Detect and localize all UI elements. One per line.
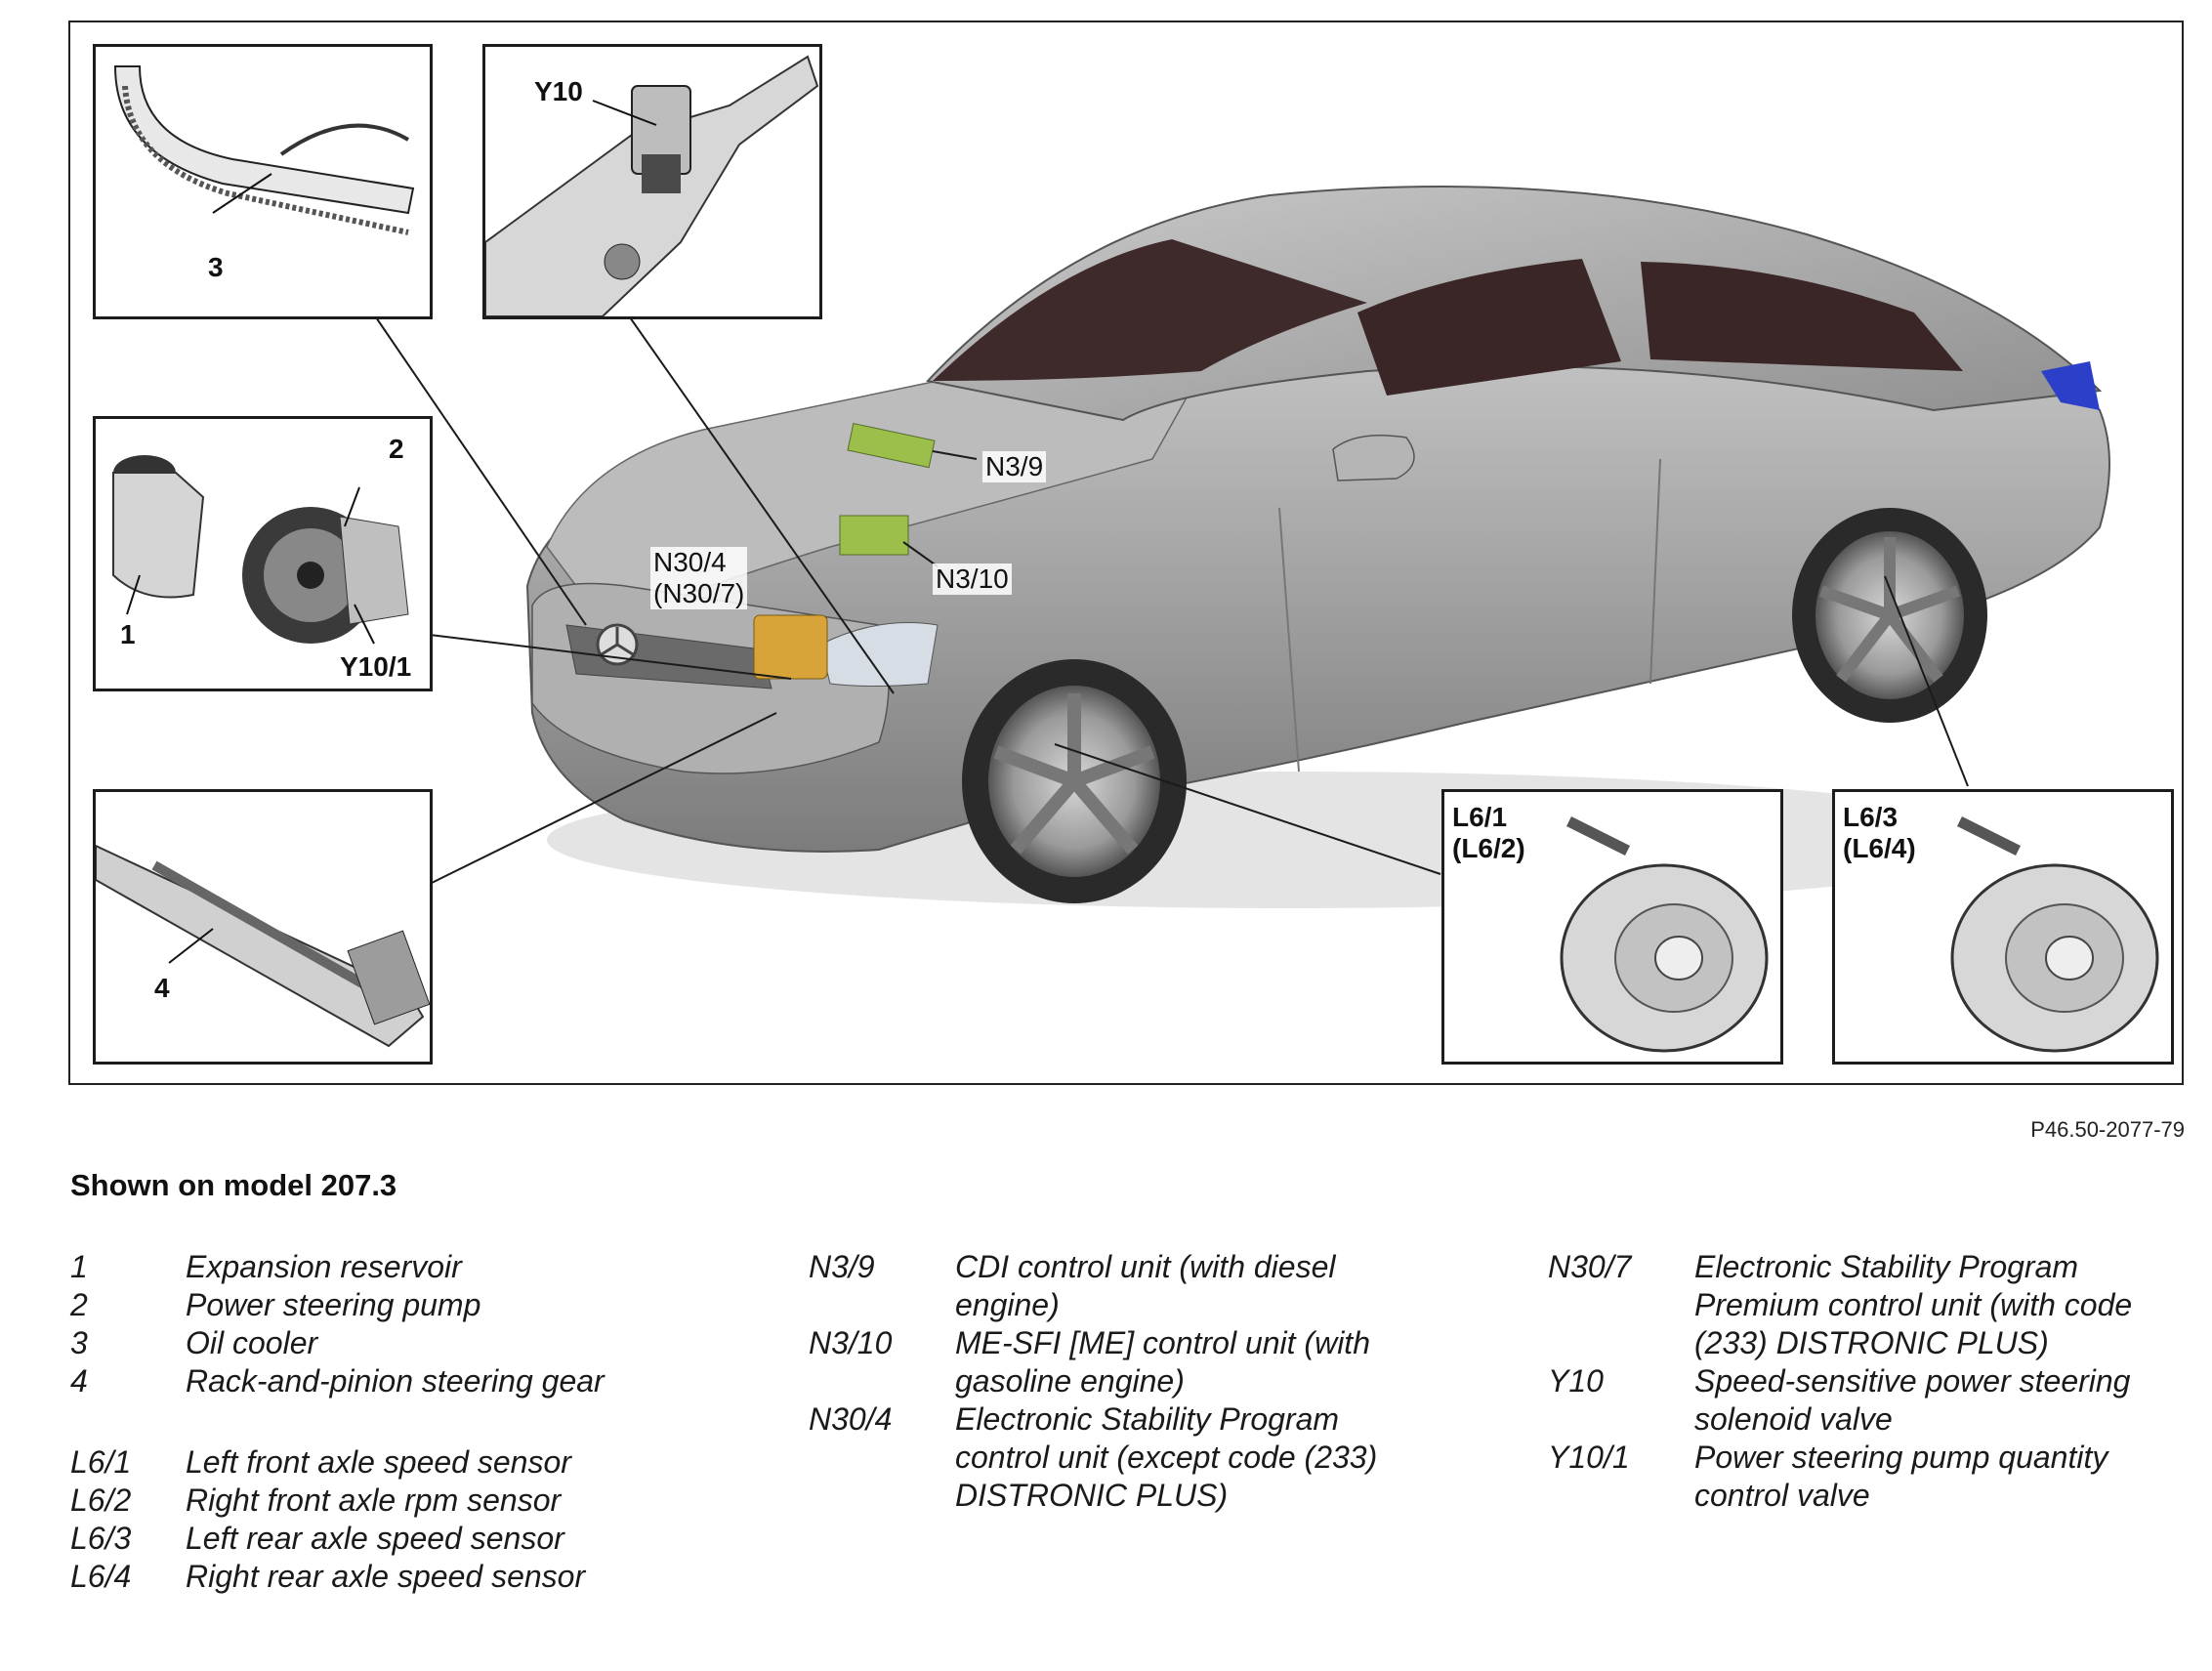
side-mirror (1332, 435, 1415, 481)
legend-code: 1 (70, 1249, 88, 1284)
front-wheel (962, 659, 1187, 903)
legend-desc: Oil cooler (186, 1325, 318, 1360)
car-illustration (375, 186, 2110, 908)
legend-desc: Rack-and-pinion steering gear (186, 1363, 605, 1399)
legend-item: N3/9 CDI control unit (with diesel engine… (809, 1248, 1414, 1324)
inset-label-4: 4 (154, 973, 170, 1003)
legend-desc: Expansion reservoir (186, 1249, 462, 1284)
rear-wheel (1792, 508, 1987, 723)
inset-steering-gear: 4 (93, 789, 433, 1065)
legend-code: L6/4 (70, 1559, 132, 1594)
legend-column-2: N3/9 CDI control unit (with diesel engine… (809, 1248, 1414, 1515)
legend-desc: Power steering pump quantity control val… (1694, 1440, 2108, 1513)
legend-desc: Power steering pump (186, 1287, 481, 1322)
steering-gear-drawing (96, 844, 430, 1048)
legend-code: 4 (70, 1363, 88, 1399)
figure-frame (68, 21, 2184, 1085)
legend-desc: Left front axle speed sensor (186, 1444, 571, 1480)
ecu-n3-10 (839, 515, 909, 556)
inset-label-1: 1 (120, 619, 136, 649)
y10-valve-drawing (485, 55, 819, 316)
legend-code: N30/7 (1548, 1249, 1632, 1284)
legend-item: L6/3 Left rear axle speed sensor (70, 1520, 676, 1558)
legend-code: Y10/1 (1548, 1440, 1630, 1475)
callout-n30: N30/4 (N30/7) (650, 547, 748, 609)
legend-column-3: N30/7 Electronic Stability Program Premiu… (1548, 1248, 2173, 1515)
inset-label-2: 2 (389, 434, 404, 464)
legend-item: 1 Expansion reservoir (70, 1248, 676, 1286)
pump-drawing (112, 455, 409, 645)
legend-code: L6/2 (70, 1483, 132, 1518)
rear-sensor-drawing (1950, 816, 2159, 1053)
legend-item: L6/2 Right front axle rpm sensor (70, 1482, 676, 1520)
esp-unit (753, 614, 828, 680)
oil-cooler-drawing (113, 65, 415, 235)
model-caption: Shown on model 207.3 (70, 1168, 397, 1202)
inset-label-l6-1: L6/1 (L6/2) (1452, 802, 1525, 863)
inset-y10-valve: Y10 (482, 44, 822, 319)
inset-oil-cooler: 3 (93, 44, 433, 319)
inset-label-3: 3 (208, 252, 224, 282)
legend-item: Y10 Speed-sensitive power steering soleno… (1548, 1362, 2173, 1439)
leader-lines (375, 316, 1969, 885)
legend-column-1: 1 Expansion reservoir 2 Power steering pum… (70, 1248, 676, 1596)
inset-pump: 1 2 Y10/1 (93, 416, 433, 691)
legend-item: N30/4 Electronic Stability Program contro… (809, 1400, 1414, 1515)
side-window-rear (1641, 262, 1963, 371)
windshield (933, 239, 1367, 381)
legend-item: L6/1 Left front axle speed sensor (70, 1443, 676, 1482)
legend-item: 3 Oil cooler (70, 1324, 676, 1362)
figure-code: P46.50-2077-79 (2030, 1117, 2185, 1142)
legend-gap (70, 1400, 676, 1443)
legend-desc: Right rear axle speed sensor (186, 1559, 586, 1594)
taillight (2041, 361, 2100, 410)
legend-item: N30/7 Electronic Stability Program Premiu… (1548, 1248, 2173, 1362)
legend-code: Y10 (1548, 1363, 1604, 1399)
legend-desc: Electronic Stability Program Premium con… (1694, 1249, 2133, 1360)
front-sensor-drawing (1560, 816, 1769, 1053)
legend-code: 3 (70, 1325, 88, 1360)
legend-desc: CDI control unit (with diesel engine) (955, 1249, 1336, 1322)
legend-item: N3/10 ME-SFI [ME] control unit (with gaso… (809, 1324, 1414, 1400)
legend-code: L6/3 (70, 1521, 132, 1556)
legend-item: Y10/1 Power steering pump quantity contro… (1548, 1439, 2173, 1515)
legend-desc: Speed-sensitive power steering solenoid … (1694, 1363, 2131, 1437)
legend-code: N3/10 (809, 1325, 893, 1360)
legend-item: L6/4 Right rear axle speed sensor (70, 1558, 676, 1596)
legend-desc: ME-SFI [ME] control unit (with gasoline … (955, 1325, 1370, 1399)
inset-label-y10: Y10 (534, 76, 583, 106)
inset-front-speed-sensor: L6/1 (L6/2) (1441, 789, 1783, 1065)
legend-item: 4 Rack-and-pinion steering gear (70, 1362, 676, 1400)
ecu-n3-9 (847, 422, 936, 469)
side-window-front (1357, 259, 1621, 396)
legend-code: 2 (70, 1287, 88, 1322)
inset-rear-speed-sensor: L6/3 (L6/4) (1832, 789, 2174, 1065)
legend-item: 2 Power steering pump (70, 1286, 676, 1324)
legend-code: N30/4 (809, 1401, 893, 1437)
headlight (819, 622, 939, 687)
inset-label-y10-1: Y10/1 (340, 651, 412, 682)
legend-desc: Right front axle rpm sensor (186, 1483, 562, 1518)
callout-n3-9: N3/9 (982, 451, 1047, 482)
callout-n3-10: N3/10 (933, 564, 1012, 595)
legend-desc: Left rear axle speed sensor (186, 1521, 564, 1556)
legend-desc: Electronic Stability Program control uni… (955, 1401, 1378, 1513)
legend-code: L6/1 (70, 1444, 132, 1480)
inset-label-l6-3: L6/3 (L6/4) (1843, 802, 1916, 863)
legend-code: N3/9 (809, 1249, 875, 1284)
